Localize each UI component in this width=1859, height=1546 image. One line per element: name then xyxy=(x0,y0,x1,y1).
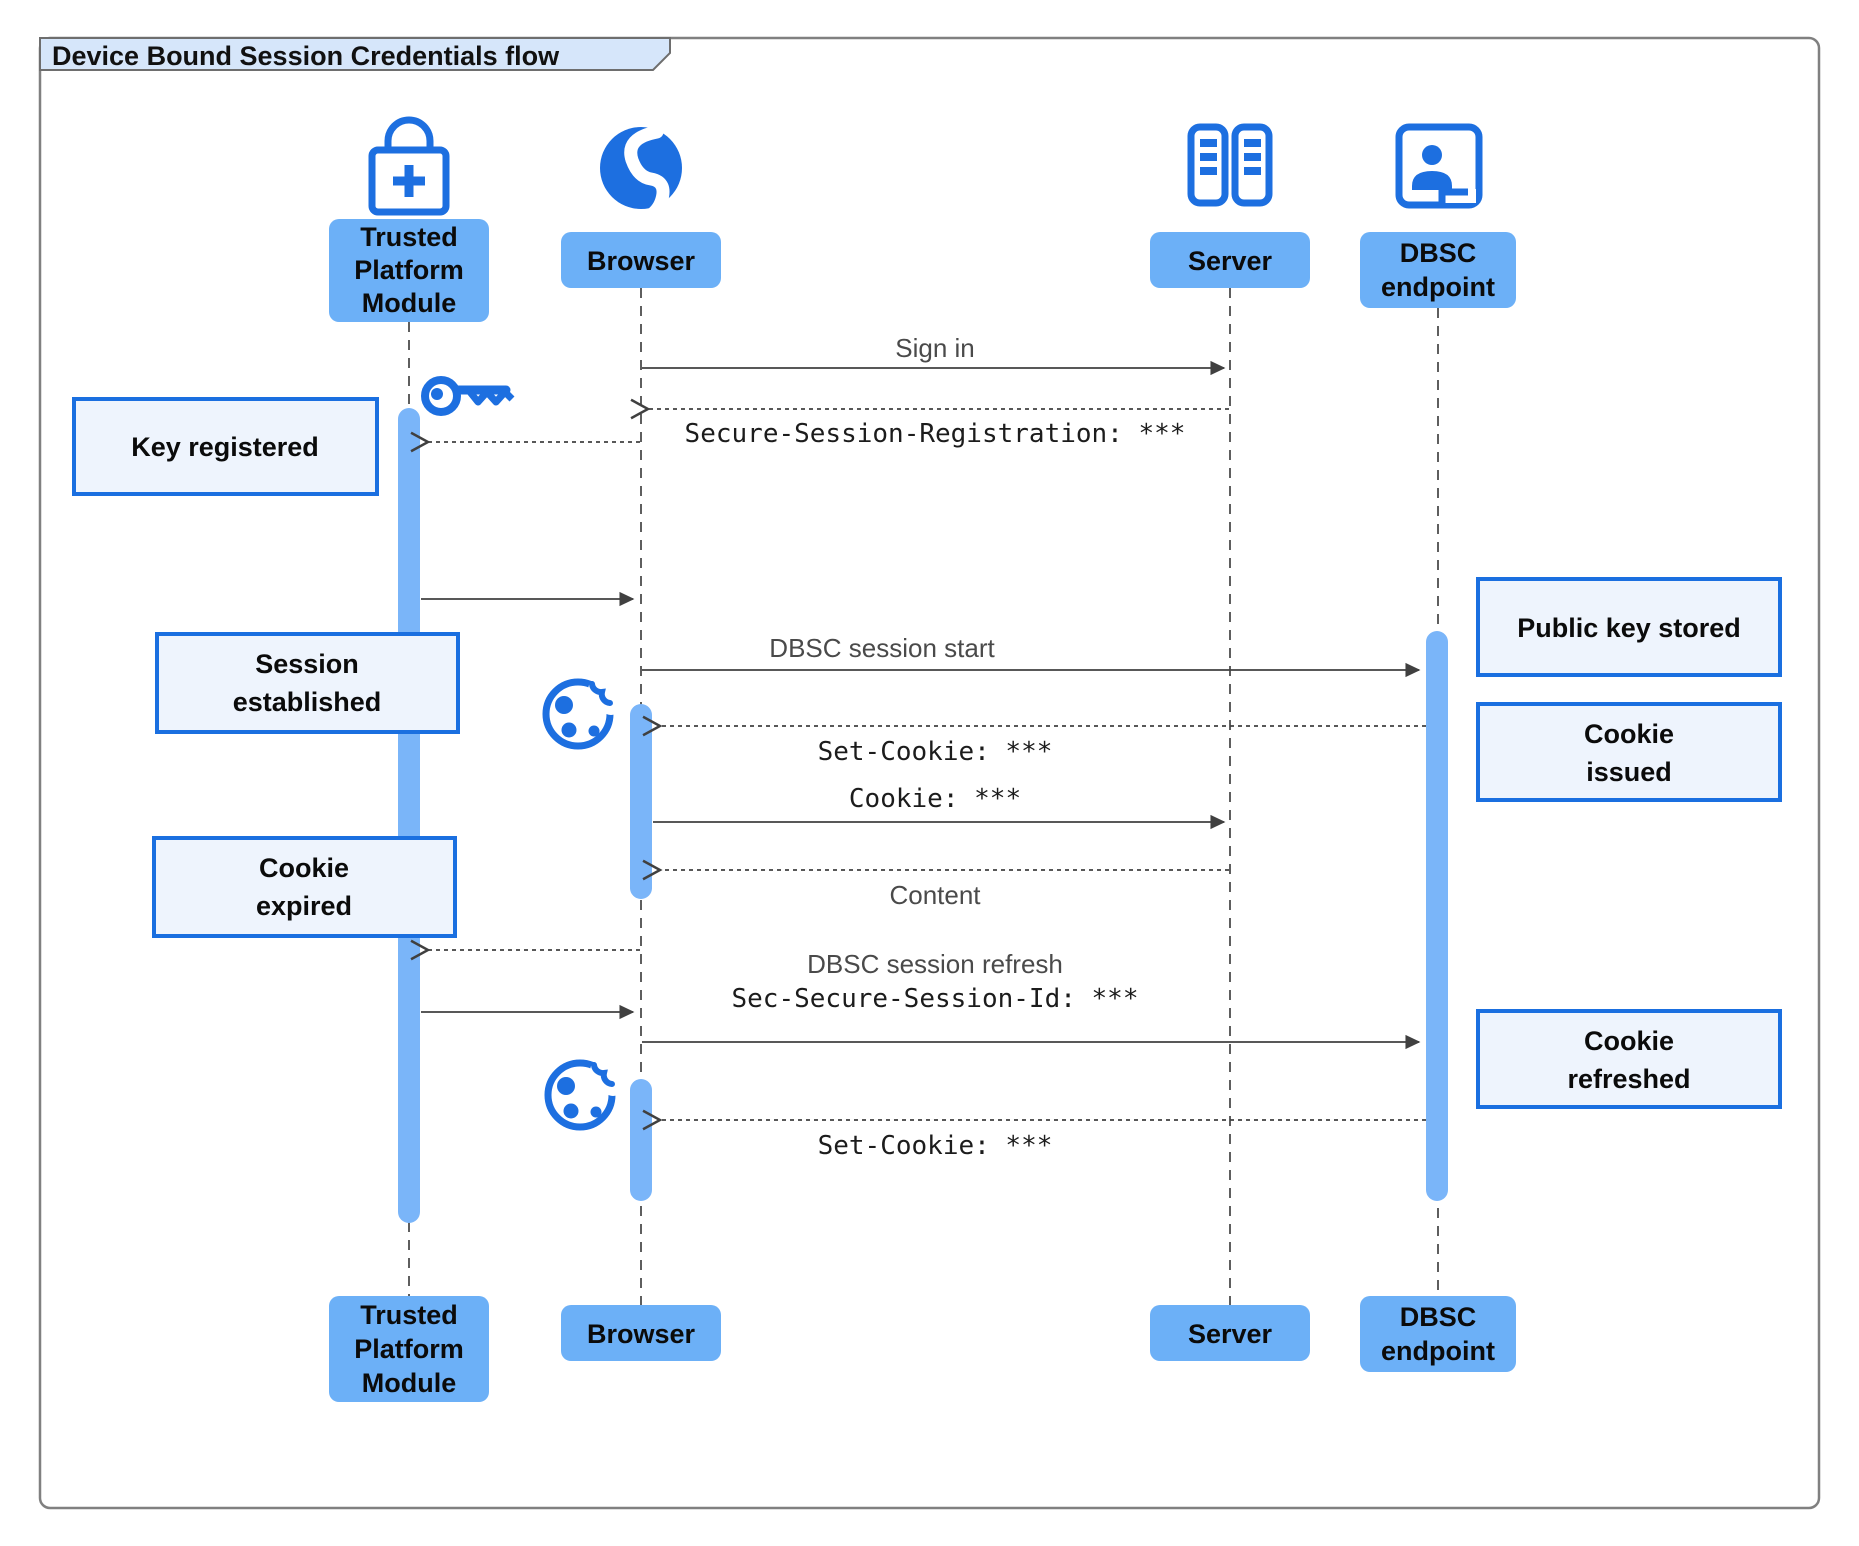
message-dbsc-session-refresh: DBSC session refresh Sec-Secure-Session-… xyxy=(642,949,1421,1050)
note-cookie-issued: Cookie issued xyxy=(1476,702,1782,802)
message-label: Sign in xyxy=(895,333,975,363)
note-box xyxy=(1476,702,1782,802)
server-slot xyxy=(1200,153,1217,161)
server-slot xyxy=(1244,139,1261,147)
actor-label-box xyxy=(1360,232,1516,308)
actor-label-box xyxy=(329,219,489,322)
message-label: Cookie: *** xyxy=(849,784,1021,814)
server-slot xyxy=(1200,139,1217,147)
person-head xyxy=(1422,145,1442,165)
activation-bar-browser-2 xyxy=(630,1079,652,1201)
key-hole xyxy=(431,388,443,400)
server-slot xyxy=(1244,167,1261,175)
message-label: Secure-Session-Registration: *** xyxy=(685,419,1186,449)
message-label: Content xyxy=(889,880,981,910)
note-text: Public key stored xyxy=(1517,613,1741,643)
message-label-2: Sec-Secure-Session-Id: *** xyxy=(732,984,1139,1014)
lock-shackle xyxy=(384,116,434,150)
actor-label: endpoint xyxy=(1381,1336,1495,1366)
message-set-cookie-1: Set-Cookie: *** xyxy=(642,715,1426,767)
note-cookie-expired: Cookie expired xyxy=(152,836,457,938)
note-text: Cookie xyxy=(259,853,349,883)
key-bow xyxy=(421,376,461,416)
server-slot xyxy=(1244,153,1261,161)
server-slot xyxy=(1200,167,1217,175)
server-tower xyxy=(1187,123,1229,207)
note-text: issued xyxy=(1586,757,1672,787)
note-box xyxy=(152,836,457,938)
actor-tpm-top: Trusted Platform Module xyxy=(329,116,489,322)
message-label: Set-Cookie: *** xyxy=(818,1131,1053,1161)
note-text: Session xyxy=(255,649,359,679)
message-content: Content xyxy=(642,859,1229,910)
globe-swirl xyxy=(624,125,670,226)
actor-tpm-bottom: Trusted Platform Module xyxy=(329,1296,489,1402)
note-public-key-stored: Public key stored xyxy=(1476,577,1782,677)
diagram-frame xyxy=(38,36,1821,1510)
actor-label: Trusted xyxy=(360,1300,458,1330)
badge-door-step xyxy=(1438,188,1468,205)
actor-label-box xyxy=(561,1305,721,1361)
actor-dbsc-top: DBSC endpoint xyxy=(1360,123,1516,308)
actor-label: Module xyxy=(362,288,457,318)
key-teeth xyxy=(467,388,515,406)
note-text: Cookie xyxy=(1584,719,1674,749)
actor-label: Platform xyxy=(354,1334,464,1364)
message-label: DBSC session refresh xyxy=(807,949,1063,979)
actor-label: Trusted xyxy=(360,222,458,252)
message-label: DBSC session start xyxy=(769,633,995,663)
lock-body xyxy=(368,146,450,216)
note-box xyxy=(1476,1009,1782,1109)
lock-plus-icon xyxy=(368,116,450,216)
message-dbsc-session-start: DBSC session start xyxy=(642,633,1421,678)
actor-label: Platform xyxy=(354,255,464,285)
actor-label-box xyxy=(1150,1305,1310,1361)
note-box xyxy=(1476,577,1782,677)
activation-bar-tpm xyxy=(398,408,420,1223)
diagram-title: Device Bound Session Credentials flow xyxy=(52,41,560,71)
note-text: Key registered xyxy=(131,432,319,462)
key-icon xyxy=(421,376,515,416)
actor-label: endpoint xyxy=(1381,272,1495,302)
note-session-established: Session established xyxy=(155,632,460,734)
activation-bar-dbsc xyxy=(1426,631,1448,1201)
note-text: refreshed xyxy=(1567,1064,1690,1094)
message-label: Set-Cookie: *** xyxy=(818,737,1053,767)
note-cookie-refreshed: Cookie refreshed xyxy=(1476,1009,1782,1109)
note-box xyxy=(72,397,379,496)
note-text: Cookie xyxy=(1584,1026,1674,1056)
actor-label-box xyxy=(1360,1296,1516,1372)
actor-label: Server xyxy=(1188,246,1273,276)
actor-label: Browser xyxy=(587,1319,696,1349)
message-sign-in: Sign in xyxy=(642,333,1226,376)
badge-door-icon xyxy=(1395,123,1483,209)
message-set-cookie-2: Set-Cookie: *** xyxy=(642,1109,1426,1161)
message-cookie: Cookie: *** xyxy=(653,784,1226,830)
actor-label: DBSC xyxy=(1400,1302,1477,1332)
title-tab xyxy=(39,37,671,71)
actor-label: Module xyxy=(362,1368,457,1398)
actor-dbsc-bottom: DBSC endpoint xyxy=(1360,1296,1516,1372)
actor-browser-top: Browser xyxy=(561,125,721,288)
note-box xyxy=(155,632,460,734)
actor-label: Server xyxy=(1188,1319,1273,1349)
actor-label-box xyxy=(329,1296,489,1402)
actor-label-box xyxy=(1150,232,1310,288)
note-key-registered: Key registered xyxy=(72,397,379,496)
server-rack-icon xyxy=(1187,123,1273,207)
actor-label-box xyxy=(561,232,721,288)
server-tower xyxy=(1231,123,1273,207)
actor-label: Browser xyxy=(587,246,696,276)
actor-browser-bottom: Browser xyxy=(561,1305,721,1361)
note-text: expired xyxy=(256,891,352,921)
actor-server-bottom: Server xyxy=(1150,1305,1310,1361)
person-shoulders xyxy=(1412,171,1452,190)
actor-label: DBSC xyxy=(1400,238,1477,268)
globe-icon xyxy=(600,125,682,226)
note-text: established xyxy=(233,687,382,717)
activation-bar-browser-1 xyxy=(630,704,652,899)
message-secure-session-registration: Secure-Session-Registration: *** xyxy=(630,398,1229,449)
actor-server-top: Server xyxy=(1150,123,1310,288)
